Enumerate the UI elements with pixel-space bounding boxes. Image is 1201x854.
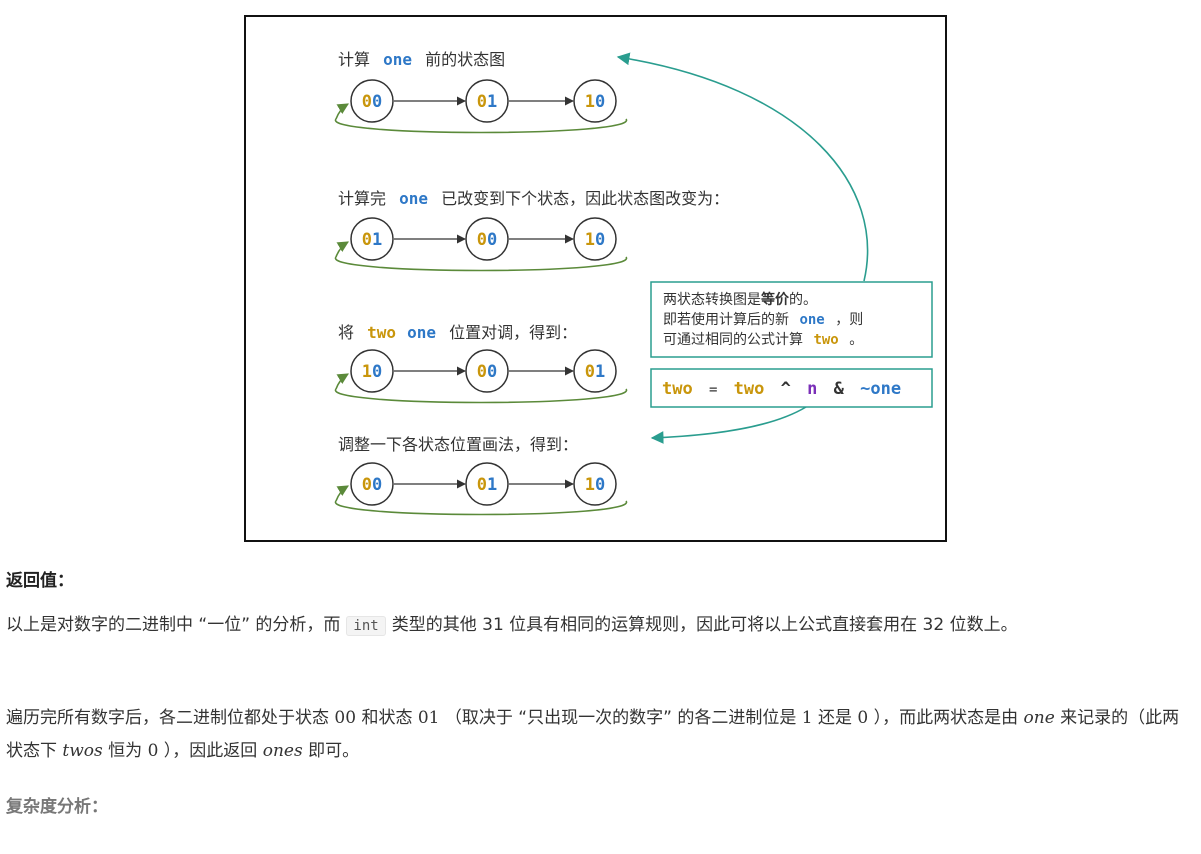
loop-arrow-head bbox=[335, 485, 349, 502]
state-node bbox=[573, 462, 617, 506]
state-node bbox=[350, 462, 394, 506]
note-line-2: 即若使用计算后的新 one ，则 bbox=[663, 311, 863, 328]
loop-arrow bbox=[335, 256, 627, 272]
int-code: int bbox=[346, 616, 386, 636]
paragraph-2: 遍历完所有数字后，各二进制位都处于状态 00 和状态 01 （取决于 “只出现一… bbox=[6, 702, 1196, 768]
p1-text-b: 类型的其他 31 位具有相同的运算规则，因此可将以上公式直接套用在 32 位数上… bbox=[391, 615, 1018, 635]
loop-arrow-head bbox=[335, 373, 349, 390]
p2-text: （取决于 “只出现一次的数字” 的各二进制位是 bbox=[444, 708, 797, 728]
state-node bbox=[350, 79, 394, 123]
loop-arrow bbox=[335, 118, 627, 134]
p2-text: 恒为 bbox=[108, 741, 143, 761]
note-line-3: 可通过相同的公式计算 two 。 bbox=[663, 332, 863, 348]
row-2-title: 计算完 one 已改变到下个状态，因此状态图改变为： bbox=[338, 189, 729, 208]
p2-text: 即可。 bbox=[308, 741, 360, 761]
digit-0: 0 bbox=[857, 708, 869, 728]
state-node bbox=[350, 349, 394, 393]
state-node bbox=[573, 217, 617, 261]
state-01: 01 bbox=[417, 708, 440, 728]
complexity-heading: 复杂度分析： bbox=[6, 797, 108, 817]
row-4-states: 00 01 10 bbox=[335, 462, 627, 516]
loop-arrow bbox=[335, 388, 627, 404]
state-node bbox=[350, 217, 394, 261]
p2-text: ），因此返回 bbox=[163, 741, 258, 761]
state-label: 01 bbox=[362, 230, 383, 250]
state-label: 00 bbox=[477, 362, 498, 382]
note-box bbox=[650, 281, 933, 358]
p2-text: 还是 bbox=[817, 708, 852, 728]
state-label: 10 bbox=[585, 230, 606, 250]
state-label: 10 bbox=[362, 362, 383, 382]
p1-text-a: 以上是对数字的二进制中 “一位” 的分析，而 bbox=[6, 615, 341, 635]
digit-1: 1 bbox=[801, 708, 813, 728]
loop-arrow-head bbox=[335, 103, 349, 120]
state-node bbox=[465, 217, 509, 261]
curved-arrow-down bbox=[650, 406, 807, 444]
var-twos: twos bbox=[62, 741, 103, 761]
digit-0: 0 bbox=[147, 741, 159, 761]
state-label: 00 bbox=[362, 92, 383, 112]
state-00: 00 bbox=[334, 708, 357, 728]
row-1-states: 00 01 10 bbox=[335, 79, 627, 134]
return-value-heading: 返回值： bbox=[6, 571, 74, 591]
loop-arrow bbox=[335, 500, 627, 516]
var-ones: ones bbox=[262, 741, 303, 761]
loop-arrow-head bbox=[335, 241, 349, 258]
row-1-title: 计算 one 前的状态图 bbox=[338, 50, 505, 69]
row-3-title: 将 two one 位置对调，得到： bbox=[338, 323, 577, 342]
formula-box bbox=[650, 368, 933, 408]
p2-text: 和状态 bbox=[361, 708, 413, 728]
p2-text: 遍历完所有数字后，各二进制位都处于状态 bbox=[6, 708, 329, 728]
state-label: 00 bbox=[477, 230, 498, 250]
row-4-title: 调整一下各状态位置画法，得到： bbox=[338, 435, 578, 454]
state-label: 01 bbox=[477, 92, 498, 112]
var-one: one bbox=[1023, 708, 1055, 728]
row-3-states: 10 00 01 bbox=[335, 349, 627, 404]
state-node bbox=[465, 462, 509, 506]
state-diagram-svg: 计算 one 前的状态图 计算完 one 已改变到下个状态，因此状态图改变为： … bbox=[335, 50, 933, 516]
state-node bbox=[573, 79, 617, 123]
state-label: 10 bbox=[585, 92, 606, 112]
note-line-1: 两状态转换图是等价的。 bbox=[663, 291, 817, 308]
state-node bbox=[465, 349, 509, 393]
curved-arrow-up bbox=[616, 52, 869, 282]
p2-text: ），而此两状态是由 bbox=[873, 708, 1019, 728]
p2-text: 来记录的（此两状态下 bbox=[6, 708, 1180, 761]
state-node bbox=[573, 349, 617, 393]
row-2-states: 01 00 10 bbox=[335, 217, 627, 272]
state-diagram-figure: 计算 one 前的状态图 计算完 one 已改变到下个状态，因此状态图改变为： … bbox=[244, 15, 947, 542]
state-label: 00 bbox=[362, 475, 383, 495]
state-node bbox=[465, 79, 509, 123]
state-label: 01 bbox=[477, 475, 498, 495]
state-label: 01 bbox=[585, 362, 606, 382]
formula-text: two = two ^ n & ~one bbox=[662, 379, 901, 399]
state-label: 10 bbox=[585, 475, 606, 495]
